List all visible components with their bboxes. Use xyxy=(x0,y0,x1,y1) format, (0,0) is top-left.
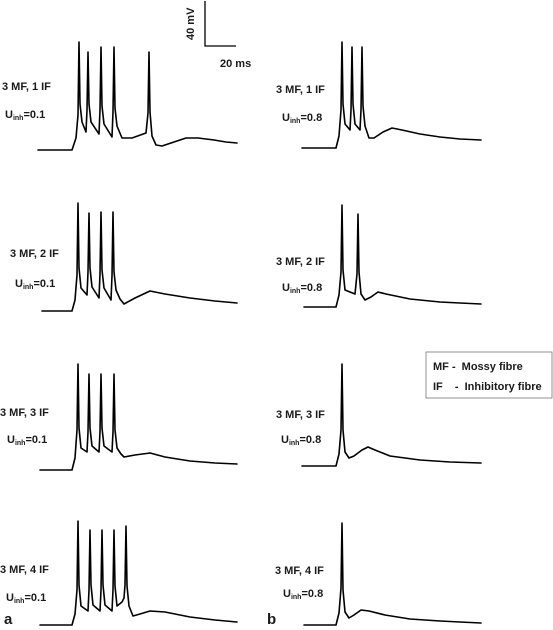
panel-a: 3 MF, 1 IF Uinh=0.1 3 MF, 2 IF Uinh=0.1 … xyxy=(0,41,238,628)
legend-box xyxy=(425,351,553,399)
trace-a-3: 3 MF, 3 IF Uinh=0.1 xyxy=(0,363,238,471)
scale-bar-time-label: 20 ms xyxy=(220,58,251,70)
u-inh-label: Uinh=0.8 xyxy=(282,112,322,125)
u-inh-label: Uinh=0.1 xyxy=(5,109,45,122)
u-inh-label: Uinh=0.8 xyxy=(281,434,321,447)
voltage-trace xyxy=(301,41,482,149)
trace-label: 3 MF, 3 IF xyxy=(0,407,49,419)
voltage-trace xyxy=(37,41,238,151)
trace-label: 3 MF, 2 IF xyxy=(276,256,325,268)
trace-label: 3 MF, 2 IF xyxy=(10,248,59,260)
voltage-trace xyxy=(303,522,482,626)
trace-a-2: 3 MF, 2 IF Uinh=0.1 xyxy=(10,202,238,312)
trace-b-4: 3 MF, 4 IF Uinh=0.8 xyxy=(275,522,482,626)
legend-entry-if: IF - Inhibitory fibre xyxy=(433,381,542,393)
voltage-trace xyxy=(41,202,238,312)
trace-a-4: 3 MF, 4 IF Uinh=0.1 xyxy=(0,520,238,626)
legend-entry-mf: MF - Mossy fibre xyxy=(433,361,523,373)
u-inh-label: Uinh=0.1 xyxy=(6,592,46,605)
trace-label: 3 MF, 1 IF xyxy=(2,81,51,93)
panel-letter-a: a xyxy=(4,611,13,628)
voltage-trace xyxy=(303,204,482,308)
scale-bar-lines xyxy=(204,1,236,47)
u-inh-label: Uinh=0.1 xyxy=(7,434,47,447)
u-inh-label: Uinh=0.8 xyxy=(283,588,323,601)
voltage-trace xyxy=(39,363,238,471)
trace-b-3: 3 MF, 3 IF Uinh=0.8 xyxy=(276,363,482,467)
trace-label: 3 MF, 3 IF xyxy=(276,409,325,421)
u-inh-label: Uinh=0.8 xyxy=(282,282,322,295)
voltage-trace xyxy=(39,520,238,626)
panel-letter-b: b xyxy=(267,611,276,628)
u-inh-label: Uinh=0.1 xyxy=(15,278,55,291)
scale-bar: 40 mV 20 ms xyxy=(185,1,251,70)
trace-label: 3 MF, 4 IF xyxy=(275,565,324,577)
voltage-trace xyxy=(301,363,482,467)
trace-label: 3 MF, 1 IF xyxy=(276,84,325,96)
trace-b-2: 3 MF, 2 IF Uinh=0.8 xyxy=(276,204,482,308)
panel-b: 3 MF, 1 IF Uinh=0.8 3 MF, 2 IF Uinh=0.8 … xyxy=(267,41,482,628)
legend: MF - Mossy fibre IF - Inhibitory fibre xyxy=(425,351,553,399)
trace-a-1: 3 MF, 1 IF Uinh=0.1 xyxy=(2,41,238,151)
scale-bar-voltage-label: 40 mV xyxy=(185,7,197,40)
trace-b-1: 3 MF, 1 IF Uinh=0.8 xyxy=(276,41,482,149)
trace-label: 3 MF, 4 IF xyxy=(0,564,49,576)
